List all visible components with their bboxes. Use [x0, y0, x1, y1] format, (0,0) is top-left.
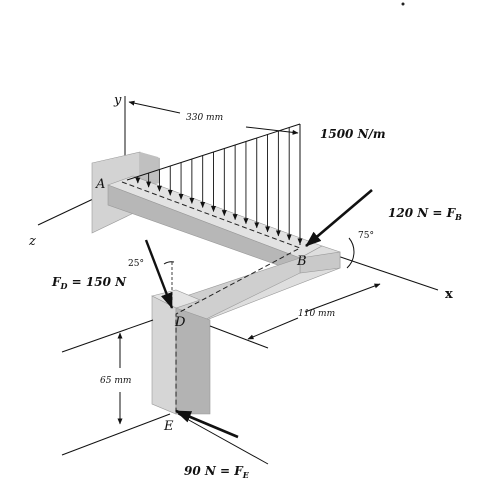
force-d-value: = 150 N: [67, 275, 127, 289]
angle-b-arc: [346, 237, 355, 269]
force-b-arrow: [305, 189, 373, 247]
stray-dot: [401, 2, 405, 6]
force-e-arrow: [175, 409, 239, 439]
axis-x-label: x: [445, 287, 453, 302]
force-e-subscript: E: [242, 470, 250, 480]
axis-y-label: y: [113, 93, 122, 108]
force-d-text: F: [51, 275, 62, 289]
distributed-load: [126, 123, 303, 245]
load-arrows: [135, 124, 303, 245]
distributed-load-label: 1500 N/m: [320, 127, 386, 141]
force-d-subscript: D: [60, 281, 68, 291]
dim-65-label: 65 mm: [100, 376, 131, 386]
ext-line-e-right: [177, 413, 269, 465]
ext-line-d: [61, 319, 154, 353]
force-e-text: 90 N = F: [184, 464, 244, 478]
ext-line-e: [61, 413, 171, 456]
angle-d-arc: [163, 261, 175, 265]
force-b-text: 120 N = F: [388, 206, 457, 220]
angle-b-label: 75°: [358, 231, 374, 241]
dim-330-line: [128, 100, 299, 135]
ext-line-d-right: [209, 325, 269, 349]
force-e-label: 90 N = FE: [184, 464, 250, 480]
force-d-label: FD = 150 N: [51, 275, 127, 291]
point-e-label: E: [163, 419, 174, 434]
force-b-label: 120 N = FB: [388, 206, 462, 222]
angle-d-label: 25°: [128, 259, 144, 269]
force-d-arrow: [144, 239, 174, 309]
dim-110-line: [247, 283, 381, 340]
axis-z-label: z: [28, 234, 36, 249]
point-a-label: A: [95, 177, 105, 192]
point-b-label: B: [296, 254, 307, 269]
centerline: [121, 181, 302, 412]
dim-110-label: 110 mm: [298, 309, 335, 319]
force-b-subscript: B: [454, 212, 462, 222]
dim-330-label: 330 mm: [186, 113, 223, 123]
point-d-label: D: [174, 315, 186, 330]
